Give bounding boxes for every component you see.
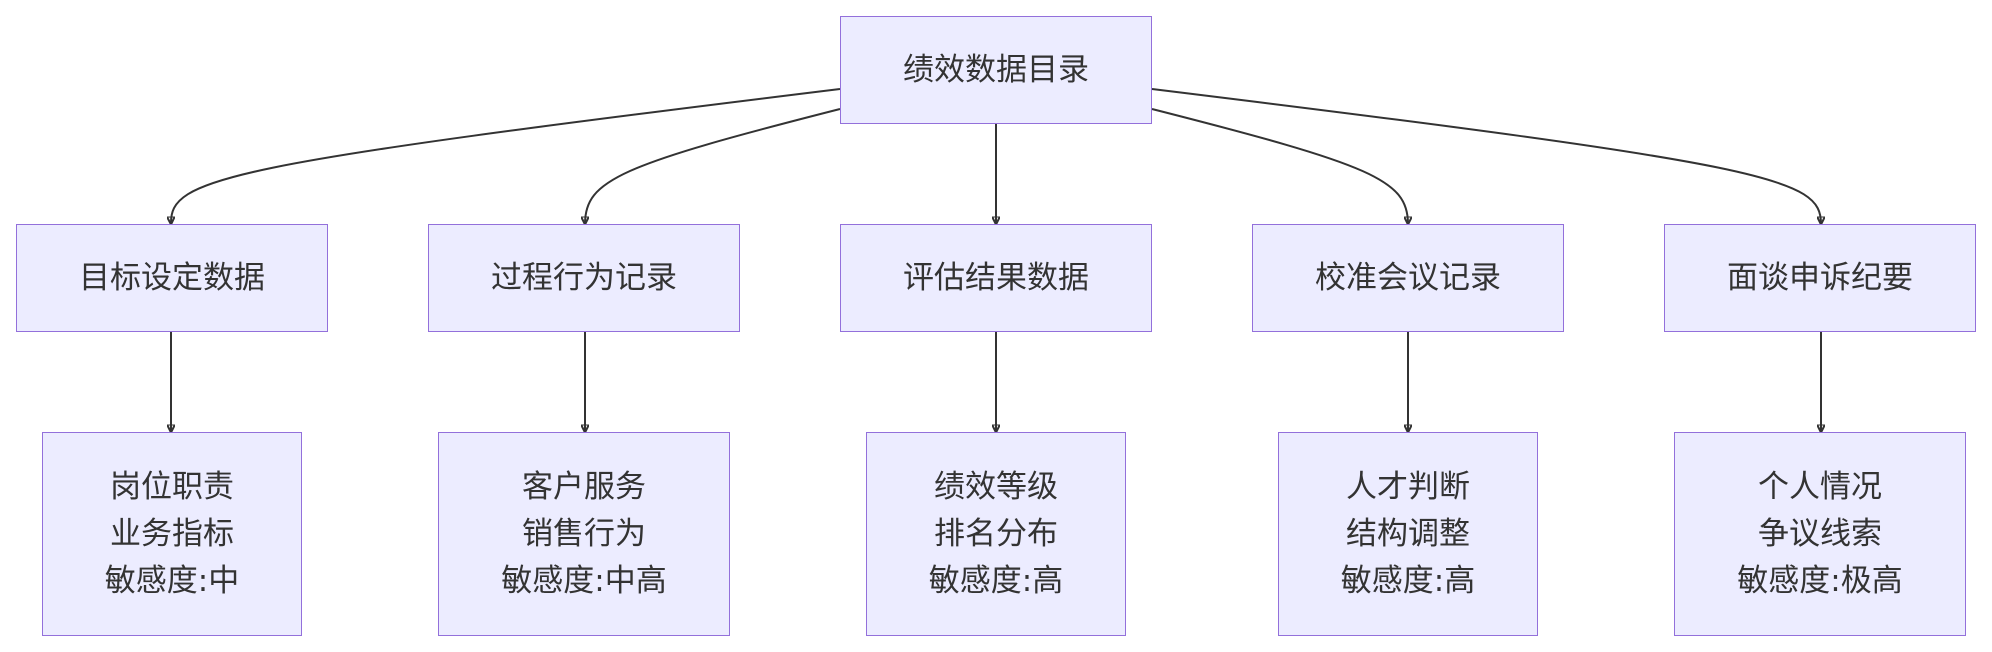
- detail-line: 结构调整: [1346, 515, 1470, 552]
- detail-line: 岗位职责: [110, 468, 234, 505]
- detail-line: 客户服务: [522, 468, 646, 505]
- detail-line: 绩效等级: [934, 468, 1058, 505]
- detail-line: 个人情况: [1758, 468, 1882, 505]
- detail-sensitivity: 敏感度:极高: [1737, 562, 1903, 599]
- root-node: 绩效数据目录: [840, 16, 1152, 124]
- edge-root-to-category-4: [1151, 108, 1408, 224]
- category-label: 过程行为记录: [491, 259, 677, 296]
- category-label: 评估结果数据: [903, 259, 1089, 296]
- category-label: 面谈申诉纪要: [1727, 259, 1913, 296]
- detail-line: 销售行为: [522, 515, 646, 552]
- detail-node-process-behavior: 客户服务 销售行为 敏感度:中高: [438, 432, 730, 636]
- detail-sensitivity: 敏感度:中高: [501, 562, 667, 599]
- detail-node-target-setting: 岗位职责 业务指标 敏感度:中: [42, 432, 302, 636]
- detail-line: 业务指标: [110, 515, 234, 552]
- category-label: 目标设定数据: [79, 259, 265, 296]
- edge-root-to-category-1: [171, 88, 841, 224]
- category-node-interview-appeals: 面谈申诉纪要: [1664, 224, 1976, 332]
- detail-sensitivity: 敏感度:中: [104, 562, 240, 599]
- category-node-evaluation-results: 评估结果数据: [840, 224, 1152, 332]
- category-label: 校准会议记录: [1315, 259, 1501, 296]
- detail-line: 人才判断: [1346, 468, 1470, 505]
- detail-sensitivity: 敏感度:高: [1340, 562, 1476, 599]
- edge-root-to-category-2: [585, 108, 841, 224]
- root-node-label: 绩效数据目录: [903, 51, 1089, 88]
- detail-node-calibration-meetings: 人才判断 结构调整 敏感度:高: [1278, 432, 1538, 636]
- detail-sensitivity: 敏感度:高: [928, 562, 1064, 599]
- detail-node-evaluation-results: 绩效等级 排名分布 敏感度:高: [866, 432, 1126, 636]
- detail-line: 排名分布: [934, 515, 1058, 552]
- category-node-process-behavior: 过程行为记录: [428, 224, 740, 332]
- edge-root-to-category-5: [1151, 88, 1821, 224]
- detail-line: 争议线索: [1758, 515, 1882, 552]
- category-node-calibration-meetings: 校准会议记录: [1252, 224, 1564, 332]
- detail-node-interview-appeals: 个人情况 争议线索 敏感度:极高: [1674, 432, 1966, 636]
- category-node-target-setting: 目标设定数据: [16, 224, 328, 332]
